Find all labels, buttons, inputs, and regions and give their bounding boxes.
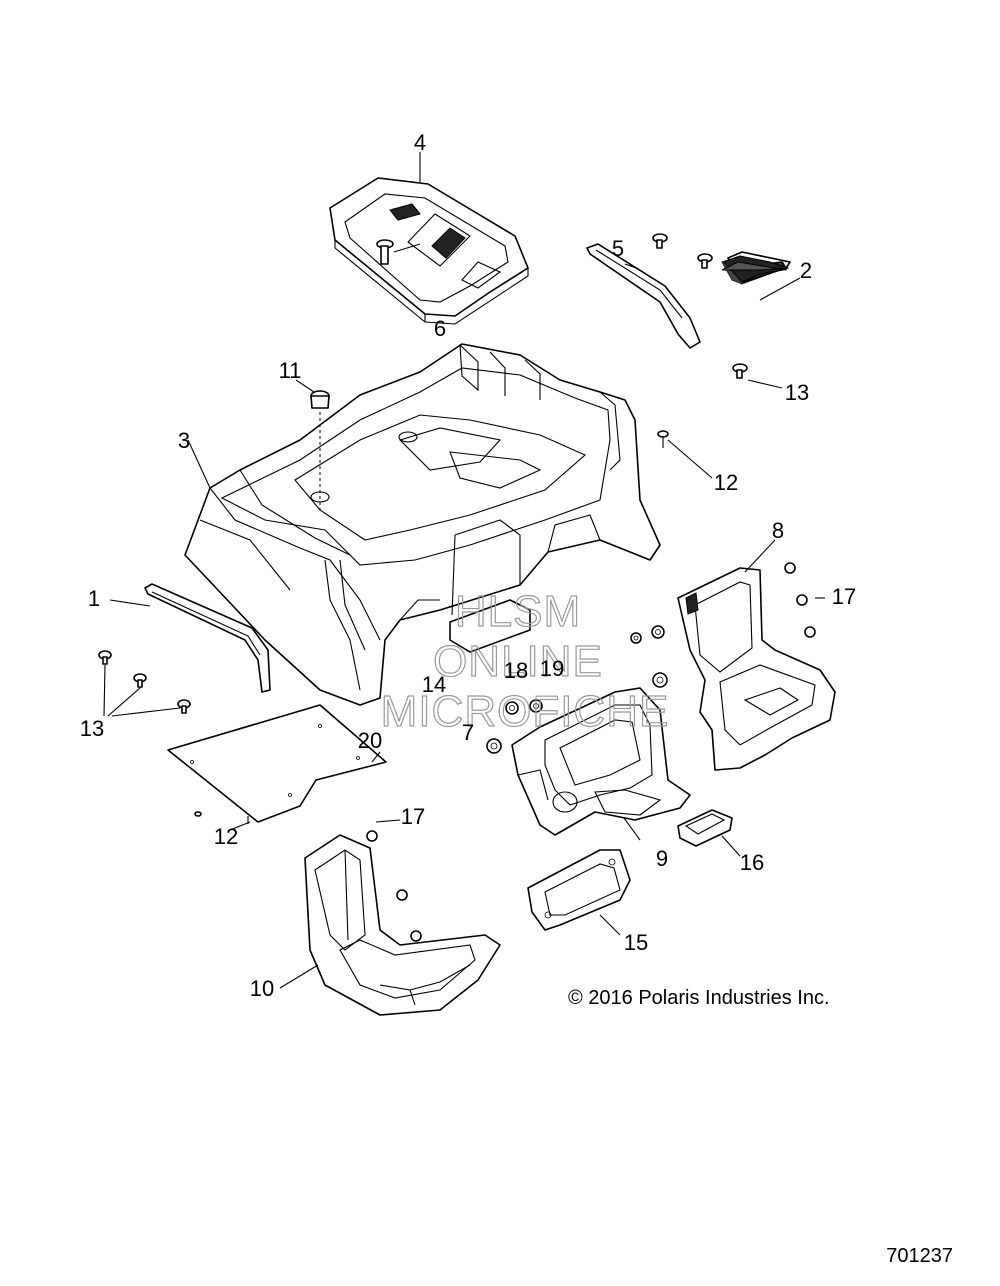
callout-20: 20 (358, 728, 382, 753)
callout-5: 5 (612, 236, 624, 261)
callout-13-right: 13 (785, 380, 809, 405)
part-20-floor-panel (167, 704, 387, 823)
part-7-grommets (486, 625, 668, 754)
callout-12-left: 12 (214, 824, 238, 849)
part-6-bolt (376, 239, 394, 265)
callout-19: 19 (540, 656, 564, 681)
callout-1: 1 (88, 586, 100, 611)
part-9-console-tray (511, 687, 691, 836)
callout-17-right: 17 (832, 584, 856, 609)
part-13-push-rivets-left (98, 650, 191, 714)
part-4-cargo-mat (329, 177, 529, 325)
copyright-notice: © 2016 Polaris Industries Inc. (568, 987, 830, 1009)
callout-6: 6 (434, 316, 446, 341)
callout-12-right: 12 (714, 470, 738, 495)
part-15-cover (527, 849, 631, 931)
part-2-grille-body (721, 255, 790, 283)
callout-15: 15 (624, 930, 648, 955)
callout-13-left: 13 (80, 716, 104, 741)
callout-3: 3 (178, 428, 190, 453)
part-11-grommet (310, 390, 330, 510)
part-10-lower-storage (304, 834, 501, 1016)
part-18-washers (505, 632, 642, 715)
callout-9: 9 (656, 846, 668, 871)
callout-16: 16 (740, 850, 764, 875)
part-1-side-trim (144, 583, 271, 693)
part-8-right-storage-bin (677, 567, 836, 771)
callouts: 4 2 5 6 11 13 3 12 8 17 1 18 19 14 13 20… (80, 130, 856, 1001)
part-5-side-rail (586, 243, 701, 349)
callout-8: 8 (772, 518, 784, 543)
leader-lines (103, 152, 825, 989)
callout-10: 10 (250, 976, 274, 1001)
part-14-spacer (449, 599, 531, 653)
part-17-nuts (366, 562, 816, 942)
watermark: HLSM ONLINE MICROFICHE (380, 586, 670, 736)
callout-18: 18 (504, 658, 528, 683)
part-19-nut (529, 699, 543, 713)
watermark-line-2: ONLINE (433, 637, 603, 686)
callout-7: 7 (462, 720, 474, 745)
drawing-number: 701237 (886, 1245, 953, 1267)
watermark-line-1: HLSM (455, 587, 581, 636)
callout-11: 11 (279, 358, 302, 383)
part-16-latch (677, 809, 733, 847)
callout-2: 2 (800, 258, 812, 283)
watermark-line-3: MICROFICHE (381, 687, 670, 736)
part-13-push-rivets-right (652, 233, 748, 379)
callout-4: 4 (414, 130, 426, 155)
callout-17-left: 17 (401, 804, 425, 829)
callout-14: 14 (422, 672, 446, 697)
part-3-cargo-box (184, 343, 661, 706)
